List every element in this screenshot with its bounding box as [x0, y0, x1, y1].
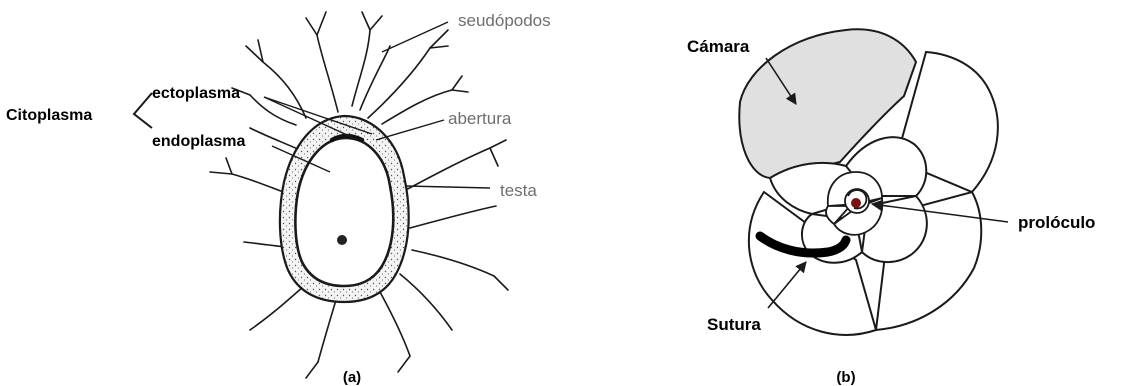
figure-b-illustration: Cámara prolóculo Sutura (b)	[687, 29, 1095, 386]
label-camara: Cámara	[687, 37, 750, 56]
figure-a-illustration: Citoplasma ectoplasma endoplasma seudópo…	[6, 11, 551, 386]
caption-b: (b)	[836, 369, 855, 386]
label-proloculo: prolóculo	[1018, 213, 1095, 232]
label-sutura: Sutura	[707, 315, 761, 334]
proloculo-dot	[851, 198, 861, 208]
label-ectoplasma: ectoplasma	[152, 85, 240, 102]
caption-a: (a)	[343, 369, 361, 386]
label-seudopodos: seudópodos	[458, 11, 551, 30]
citoplasma-brace	[134, 93, 152, 128]
label-abertura: abertura	[448, 109, 512, 128]
label-citoplasma: Citoplasma	[6, 107, 92, 124]
test-wall	[295, 138, 393, 286]
label-testa: testa	[500, 181, 537, 200]
label-endoplasma: endoplasma	[152, 133, 245, 150]
nucleus-dot	[337, 235, 347, 245]
